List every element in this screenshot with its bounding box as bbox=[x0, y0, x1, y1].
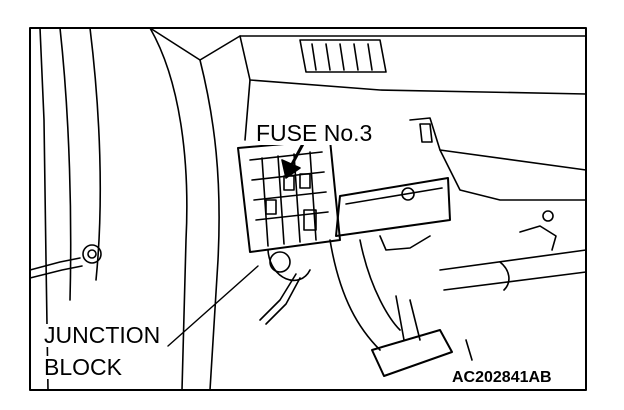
junction-leader-line bbox=[167, 265, 259, 347]
brake-pedal bbox=[371, 295, 473, 377]
lower-panel bbox=[409, 117, 587, 201]
instrument-panel bbox=[199, 35, 587, 141]
door-harness bbox=[29, 244, 102, 279]
fuse-arrow bbox=[281, 140, 306, 179]
a-pillar-trim bbox=[149, 27, 220, 391]
figure-code: AC202841AB bbox=[450, 369, 554, 386]
steering-column bbox=[329, 177, 451, 351]
harness bbox=[259, 249, 311, 325]
diagram-border bbox=[29, 27, 587, 391]
column-shaft bbox=[439, 210, 587, 291]
junction-block bbox=[237, 139, 341, 253]
air-vent bbox=[299, 39, 387, 73]
fuse-label: FUSE No.3 bbox=[254, 120, 375, 146]
junction-block-label-line2: BLOCK bbox=[42, 354, 124, 380]
junction-block-label: JUNCTION bbox=[42, 322, 163, 348]
